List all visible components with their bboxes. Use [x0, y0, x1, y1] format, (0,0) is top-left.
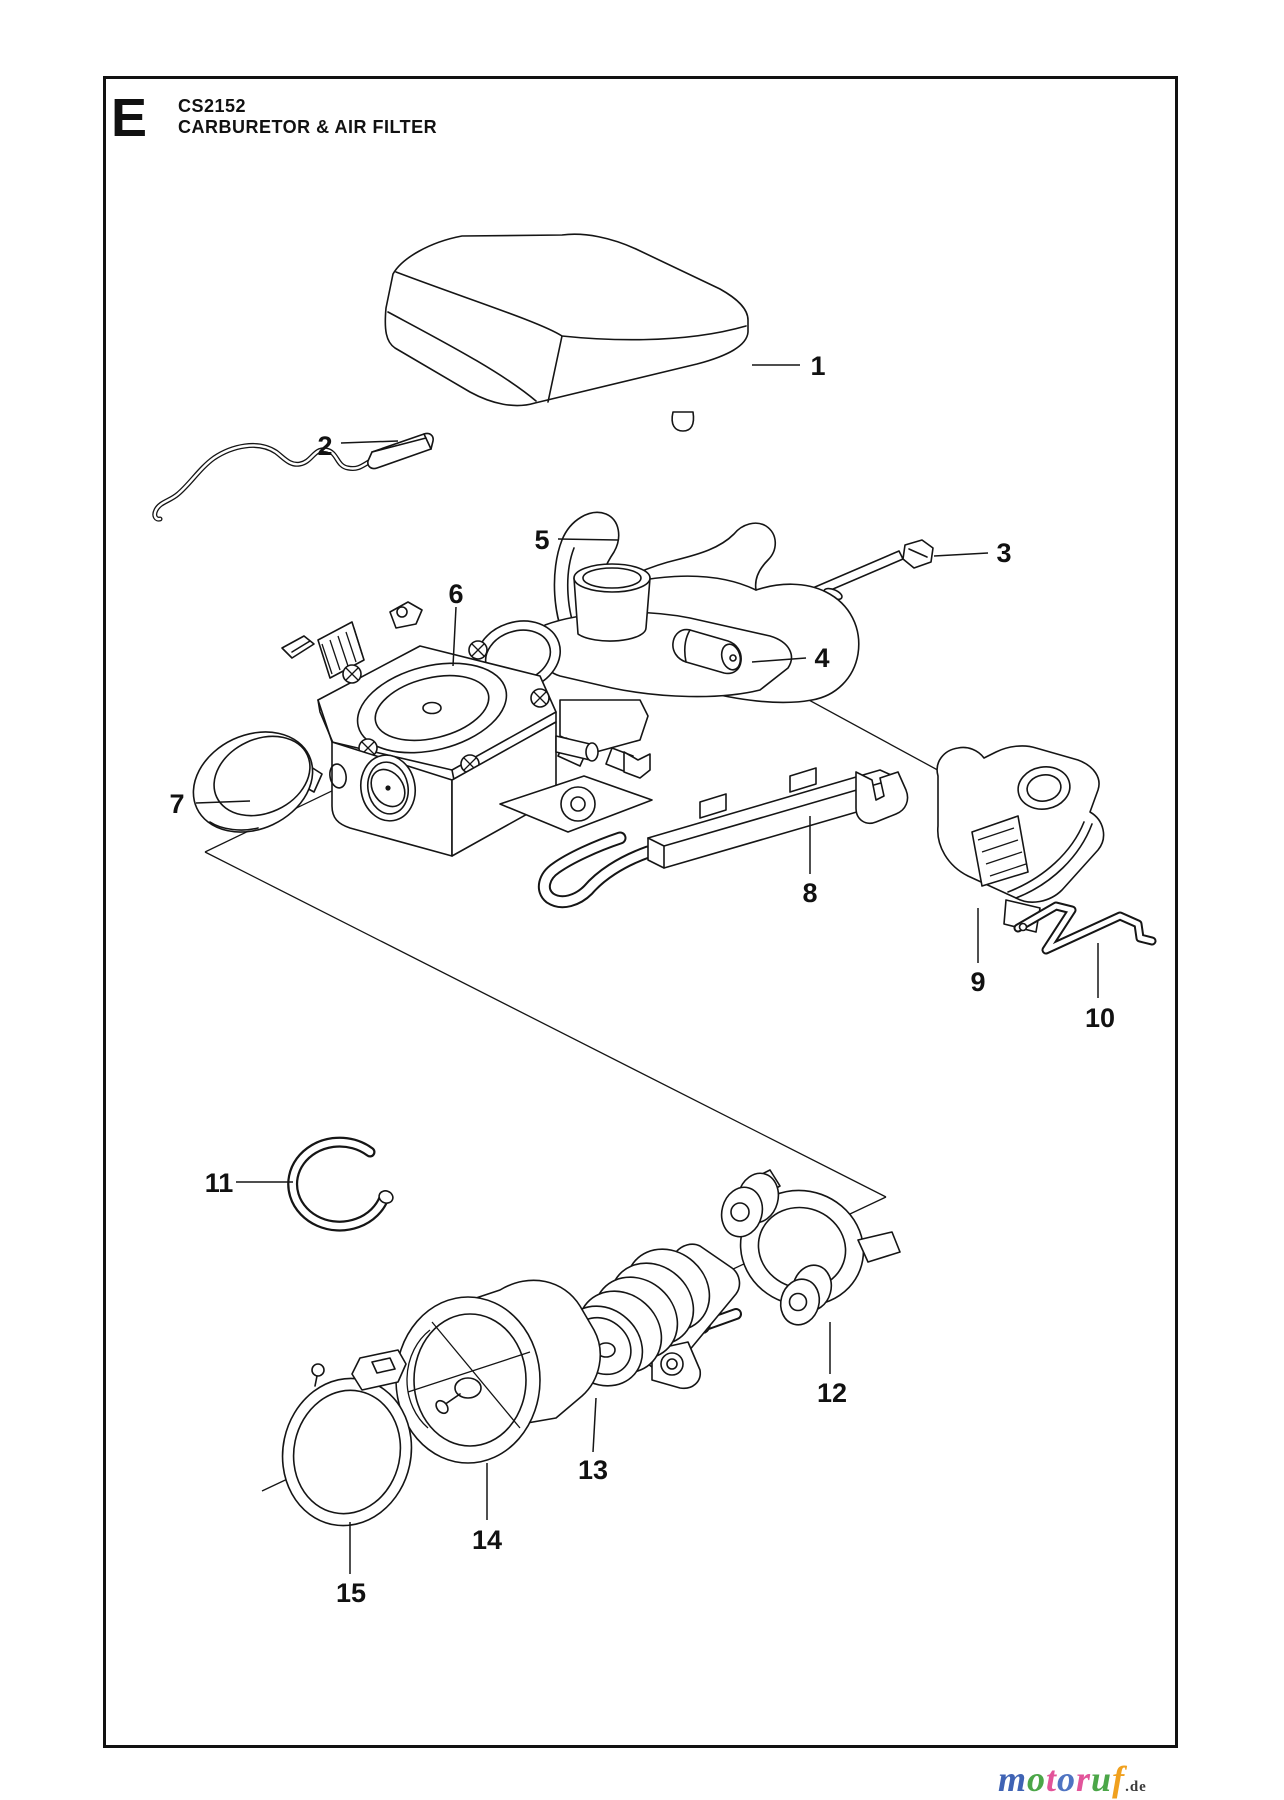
watermark-suffix: .de — [1125, 1779, 1147, 1795]
part-6-intake-housing — [474, 563, 793, 779]
part-1-air-filter-cover — [384, 233, 749, 432]
part-label-10: 10 — [1085, 1003, 1115, 1033]
watermark-letter: u — [1091, 1759, 1113, 1799]
part-9-trigger-assembly — [936, 745, 1105, 933]
part-label-11: 11 — [205, 1168, 234, 1198]
title-block: E CS2152 CARBURETOR & AIR FILTER — [111, 88, 437, 148]
part-2-wire — [152, 432, 434, 522]
part-8-throttle-rod — [537, 767, 909, 909]
drawing-frame — [103, 76, 1178, 1748]
watermark-letter: o — [1057, 1759, 1077, 1799]
watermark-letter: r — [1076, 1759, 1092, 1799]
part-label-7: 7 — [169, 789, 184, 819]
watermark-letter: m — [998, 1759, 1028, 1799]
part-label-14: 14 — [472, 1525, 502, 1555]
watermark-letter: o — [1027, 1759, 1047, 1799]
model-code: CS2152 — [178, 96, 246, 116]
leader-lines — [195, 364, 1099, 1574]
watermark-letter: f — [1112, 1759, 1126, 1799]
part-4-cylinder — [672, 628, 742, 675]
part-label-2: 2 — [317, 431, 332, 461]
part-7-seal-ring — [192, 731, 314, 833]
watermark-letter: t — [1046, 1759, 1058, 1799]
part-label-5: 5 — [534, 525, 549, 555]
part-14-filter-holder — [395, 1279, 602, 1464]
watermark-logo: motoruf.de — [998, 1758, 1268, 1799]
part-label-3: 3 — [996, 538, 1011, 568]
cover-clip — [671, 411, 695, 432]
part-10-spring-clip — [1013, 901, 1157, 955]
part-label-9: 9 — [970, 967, 985, 997]
part-label-1: 1 — [810, 351, 825, 381]
part-label-15: 15 — [336, 1578, 366, 1608]
part-12-manifold-clamp — [698, 1169, 901, 1334]
section-letter: E — [111, 88, 147, 148]
part-label-4: 4 — [814, 643, 829, 673]
axis-line-upper — [204, 851, 887, 1198]
part-number-labels: 1 2 3 4 5 6 7 8 9 10 11 12 13 14 15 — [169, 351, 1115, 1608]
part-label-8: 8 — [802, 878, 817, 908]
part-label-13: 13 — [578, 1455, 608, 1485]
page-title: CARBURETOR & AIR FILTER — [178, 117, 437, 137]
choke-spring-hatch — [317, 621, 365, 679]
part-11-snap-ring — [287, 1136, 394, 1232]
part-label-6: 6 — [448, 579, 463, 609]
part-15-hose-clamp — [281, 1349, 413, 1527]
part-label-12: 12 — [817, 1378, 847, 1408]
